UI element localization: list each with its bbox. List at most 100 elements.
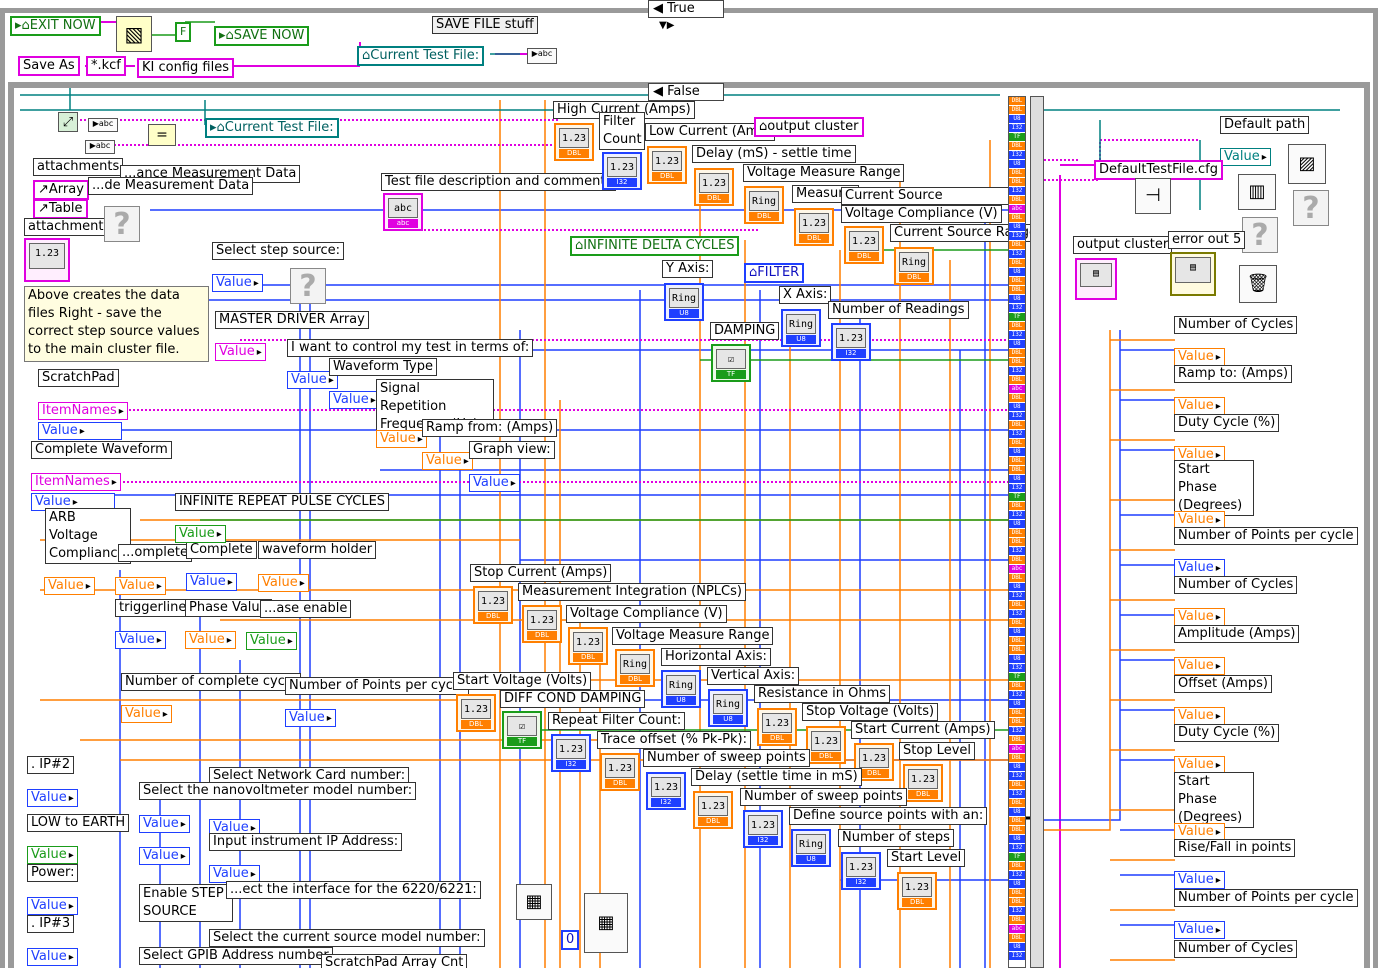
kcf-constant[interactable]: *.kcf (86, 56, 126, 76)
graph-view-value[interactable]: Value (469, 474, 520, 492)
test-file-description-terminal[interactable]: abc abc (383, 193, 423, 231)
bundle-pin[interactable]: I32 (1009, 187, 1025, 196)
bundle-pin[interactable]: DBL (1009, 601, 1025, 610)
equal-compare-icon[interactable]: = (148, 124, 176, 146)
bundle-pin[interactable]: DBL (1009, 736, 1025, 745)
output-cluster-local[interactable]: ⌂output cluster (754, 117, 864, 137)
start-level-terminal[interactable]: 1.23 DBL (897, 872, 937, 910)
field-value[interactable]: Value (1174, 511, 1225, 529)
bundle-pin[interactable]: DBL (1009, 214, 1025, 223)
bundle-pin[interactable]: DBL (1009, 322, 1025, 331)
path-to-string-icon[interactable]: ▶abc (88, 118, 118, 132)
bundle-pin[interactable]: I32 (1009, 412, 1025, 421)
bundle-pin[interactable]: I32 (1009, 250, 1025, 259)
bundle-pin[interactable]: U8 (1009, 763, 1025, 772)
bundle-pin[interactable]: I32 (1009, 232, 1025, 241)
default-test-file-constant[interactable]: DefaultTestFile.cfg (1094, 160, 1223, 180)
bundle-pin[interactable]: U8 (1009, 475, 1025, 484)
bundle-pin[interactable]: I32 (1009, 907, 1025, 916)
array-property[interactable]: ↗Array (33, 180, 89, 200)
number-of-complete-cycles-value[interactable]: Value (121, 705, 172, 723)
bundle-pin[interactable]: I32 (1009, 790, 1025, 799)
bundle-pin[interactable]: U8 (1009, 115, 1025, 124)
voltage-measure-range-terminal-2[interactable]: Ring DBL (615, 649, 655, 687)
bundle-pin[interactable]: I32 (1009, 124, 1025, 133)
build-cluster-array-icon[interactable]: ▦ (584, 893, 628, 953)
bundle-pin[interactable]: U8 (1009, 223, 1025, 232)
save-now-local[interactable]: ▸⌂SAVE NOW (214, 26, 310, 46)
bundle-pin[interactable]: I32 (1009, 952, 1025, 961)
current-test-file-local-left[interactable]: ▸⌂Current Test File: (205, 118, 339, 138)
write-to-file-icon[interactable]: ▥ (1238, 174, 1276, 210)
bundle-pin[interactable]: abc (1009, 565, 1025, 574)
bundle-pin[interactable]: DBL (1009, 142, 1025, 151)
bundle-pin[interactable]: DBL (1009, 97, 1025, 106)
bundle-pin[interactable]: U8 (1009, 700, 1025, 709)
bundle-pin[interactable]: I32 (1009, 367, 1025, 376)
vertical-axis-terminal[interactable]: Ring U8 (708, 689, 748, 727)
start-voltage-terminal[interactable]: 1.23 DBL (456, 694, 496, 732)
bundle-pin[interactable]: DBL (1009, 277, 1025, 286)
infinite-repeat-pulse-value[interactable]: Value (175, 525, 226, 543)
ip3-value[interactable]: Value (27, 948, 78, 966)
bundle-pin[interactable]: U8 (1009, 835, 1025, 844)
ki-config-files-constant[interactable]: KI config files (137, 58, 234, 78)
bundle-pin[interactable]: DBL (1009, 358, 1025, 367)
bundle-pin[interactable]: U8 (1009, 448, 1025, 457)
bundle-pin[interactable]: U8 (1009, 340, 1025, 349)
low-current-terminal[interactable]: 1.23 DBL (647, 146, 687, 184)
delay-settle-ms-terminal[interactable]: 1.23 DBL (693, 791, 733, 829)
field-value[interactable]: Value (1174, 871, 1225, 889)
save-as-constant[interactable]: Save As (18, 56, 80, 76)
current-source-range-terminal[interactable]: Ring DBL (894, 247, 934, 285)
case-dropdown-icon[interactable]: ▼▶ (659, 20, 675, 31)
bundle-pin[interactable]: DBL (1009, 646, 1025, 655)
bundle-pin[interactable]: DBL (1009, 799, 1025, 808)
bundle-pin[interactable]: TF (1009, 313, 1025, 322)
filter-local[interactable]: ⌂FILTER (744, 263, 805, 283)
stop-level-terminal[interactable]: 1.23 DBL (903, 764, 943, 802)
bundle-by-name-icon[interactable]: ▦ (516, 884, 552, 920)
horizontal-axis-terminal[interactable]: Ring U8 (661, 670, 701, 708)
bundle-pin[interactable]: U8 (1009, 403, 1025, 412)
waveform-holder-value[interactable]: Value (258, 574, 309, 592)
bundle-pin[interactable]: U8 (1009, 880, 1025, 889)
bundle-pin[interactable]: U8 (1009, 808, 1025, 817)
bundle-pin[interactable]: DBL (1009, 394, 1025, 403)
unknown-subvi-icon[interactable]: ? (1242, 217, 1278, 253)
bundle-pin[interactable]: DBL (1009, 898, 1025, 907)
false-constant[interactable]: F (175, 22, 192, 42)
signal-repetition-value[interactable]: Value (376, 430, 427, 448)
bundle-pin[interactable]: DBL (1009, 538, 1025, 547)
bundle-pin[interactable]: abc (1009, 385, 1025, 394)
number-of-readings-terminal[interactable]: 1.23 I32 (831, 323, 871, 361)
case-left-arrow-icon[interactable]: ◀ (653, 84, 663, 99)
number-of-sweep-points-terminal[interactable]: 1.23 I32 (646, 772, 686, 810)
bundle-pin[interactable]: DBL (1009, 574, 1025, 583)
bundle-pin[interactable]: I32 (1009, 592, 1025, 601)
low-to-earth-value[interactable]: Value (27, 846, 78, 864)
scratchpad-itemnames[interactable]: ItemNames (38, 402, 128, 420)
bundle-pin[interactable]: DBL (1009, 529, 1025, 538)
bundle-pin[interactable]: DBL (1009, 349, 1025, 358)
bundle-pin[interactable]: I32 (1009, 430, 1025, 439)
number-of-points-per-cycle-value[interactable]: Value (285, 709, 336, 727)
attachments-array-terminal[interactable]: 1.23 (24, 238, 70, 282)
field-value[interactable]: Value (1174, 823, 1225, 841)
field-value[interactable]: Value (1174, 559, 1225, 577)
table-property[interactable]: ↗Table (33, 199, 88, 219)
arb-voltage-value[interactable]: Value (44, 577, 95, 595)
power-value[interactable]: Value (27, 897, 78, 915)
outer-case-selector[interactable]: ◀ True ▼▶ (648, 0, 724, 31)
complete-waveform-itemnames[interactable]: ItemNames (31, 473, 121, 491)
bundle-pin[interactable]: U8 (1009, 268, 1025, 277)
master-driver-array-value[interactable]: Value (215, 343, 266, 361)
measurement-integration-terminal[interactable]: 1.23 DBL (522, 605, 562, 643)
ramp-from-value[interactable]: Value (422, 452, 473, 470)
y-axis-terminal[interactable]: Ring U8 (664, 283, 704, 321)
bundle-pin[interactable]: I32 (1009, 484, 1025, 493)
bundle-pin[interactable]: DBL (1009, 178, 1025, 187)
open-file-icon[interactable]: ▨ (1288, 144, 1326, 184)
field-value[interactable]: Value (1174, 446, 1225, 464)
omplete-value[interactable]: Value (115, 577, 166, 595)
